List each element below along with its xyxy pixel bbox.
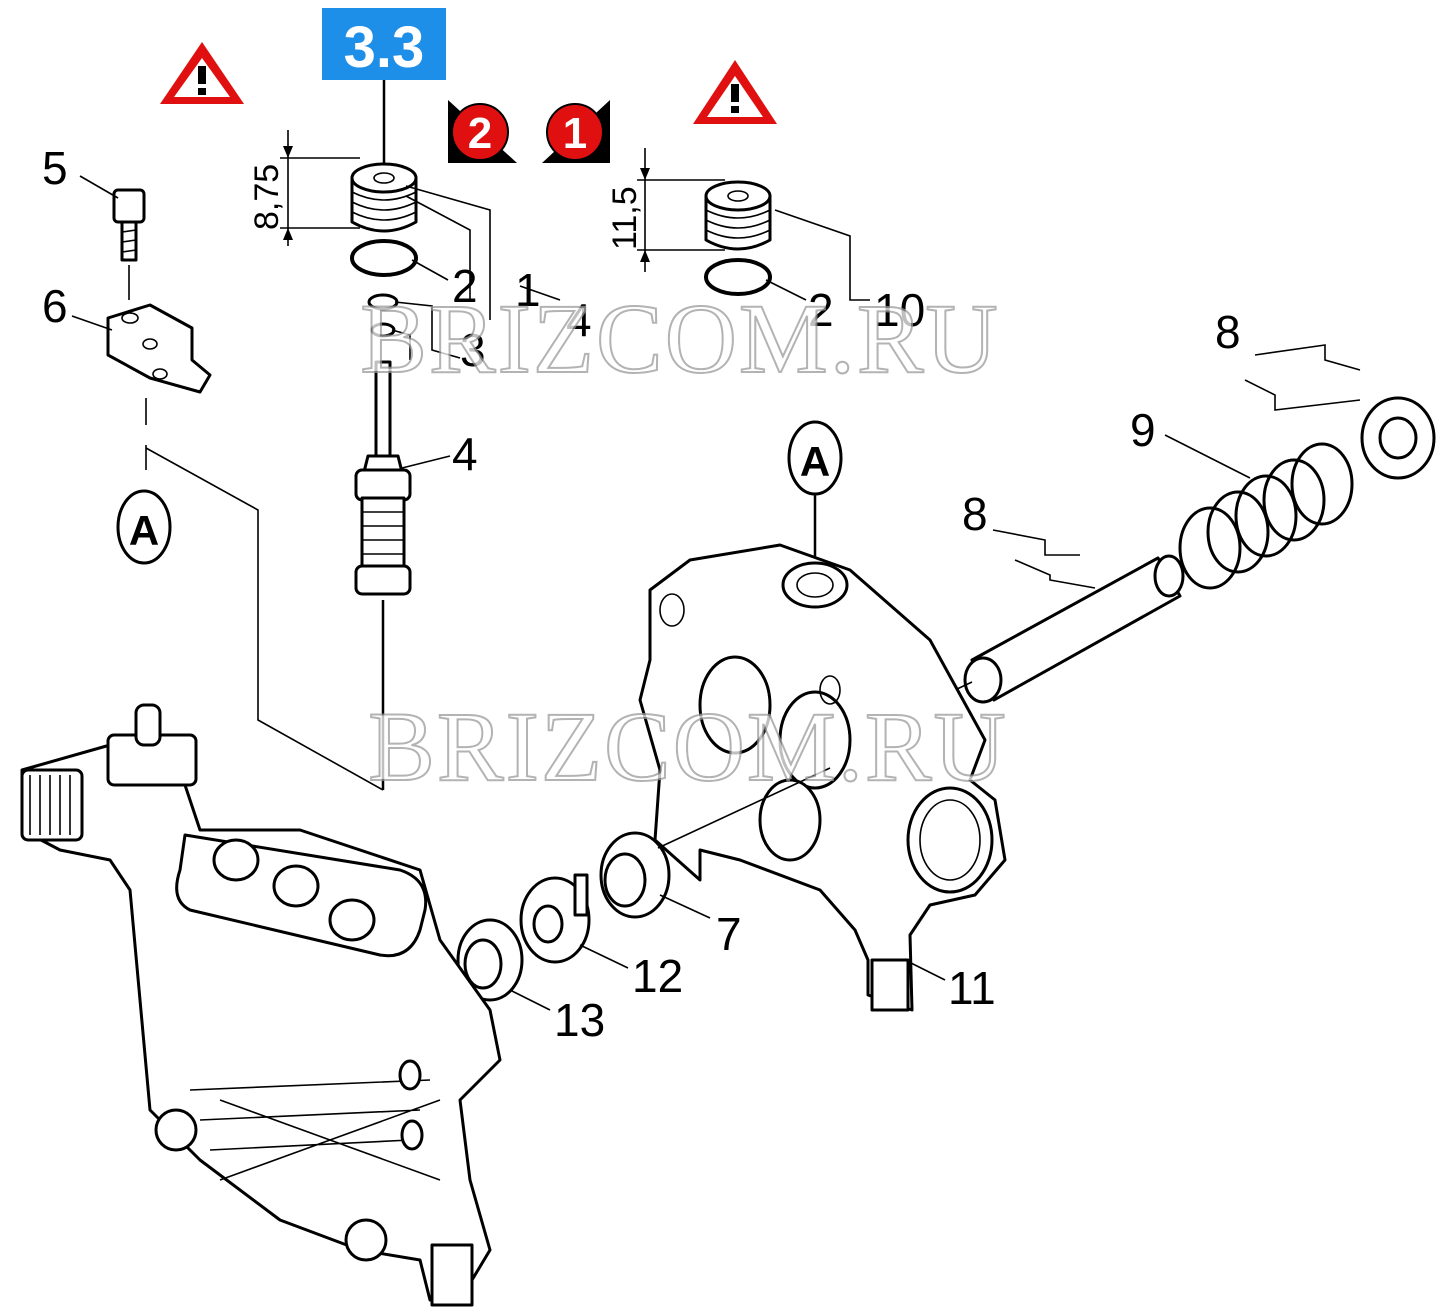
callout-1: 1 xyxy=(515,264,541,316)
step-marker-2: 2 xyxy=(448,100,517,163)
callout-2-right: 2 xyxy=(808,284,834,336)
callout-2-left: 2 xyxy=(452,260,478,312)
connection-marker-a-right: A xyxy=(787,420,843,496)
seal-holder-part-12 xyxy=(519,873,591,964)
retaining-washer-part-8 xyxy=(1360,396,1436,480)
callout-leaders xyxy=(71,175,1361,1011)
callout-4-top: 4 xyxy=(566,294,592,346)
callout-5: 5 xyxy=(42,142,68,194)
cylinder-head-part-11 xyxy=(638,543,1007,1012)
connection-marker-a-left: A xyxy=(116,489,172,565)
callout-8-washer: 8 xyxy=(1215,306,1241,358)
section-badge: 3.3 xyxy=(322,8,446,80)
svg-text:1: 1 xyxy=(563,109,587,158)
callout-8-rod: 8 xyxy=(962,488,988,540)
svg-text:11,5: 11,5 xyxy=(606,186,644,250)
valve-cartridge-part-1 xyxy=(350,162,418,233)
valve-piston-part-4 xyxy=(354,360,412,596)
svg-text:A: A xyxy=(800,438,830,485)
o-ring-part-2-left xyxy=(350,239,418,277)
connection-path-a xyxy=(145,447,384,791)
screw-part-5 xyxy=(112,188,146,262)
callout-labels: 5 6 2 1 4 3 4 2 10 8 9 8 7 12 13 11 xyxy=(42,142,1241,1046)
callout-4-piston: 4 xyxy=(452,428,478,480)
dimension-8-75: 8,75 xyxy=(248,130,360,246)
warning-triangle-left-icon xyxy=(160,42,244,104)
svg-text:8,75: 8,75 xyxy=(248,164,286,230)
spring-part-9 xyxy=(1178,442,1354,590)
callout-12: 12 xyxy=(632,950,683,1002)
callout-3: 3 xyxy=(460,324,486,376)
svg-text:2: 2 xyxy=(468,109,492,158)
dimension-11-5: 11,5 xyxy=(606,148,725,272)
o-ring-part-2-right xyxy=(704,258,772,296)
step-marker-1: 1 xyxy=(542,100,610,163)
svg-text:A: A xyxy=(129,507,159,554)
valve-cartridge-part-10 xyxy=(704,180,772,251)
callout-7: 7 xyxy=(716,908,742,960)
callout-11: 11 xyxy=(948,962,996,1014)
watermark-middle: BRIZCOM.RU xyxy=(368,691,1008,802)
piston-rod-part-8 xyxy=(963,554,1185,704)
seal-part-13 xyxy=(456,918,524,1002)
callout-10: 10 xyxy=(874,284,925,336)
bracket-plate-part-6 xyxy=(106,303,212,394)
pump-housing xyxy=(20,703,502,1307)
warning-triangle-right-icon xyxy=(693,60,777,124)
callout-9: 9 xyxy=(1130,404,1156,456)
section-badge-label: 3.3 xyxy=(344,15,425,80)
callout-6: 6 xyxy=(42,280,68,332)
watermark-top: BRIZCOM.RU xyxy=(360,283,1000,394)
callout-13: 13 xyxy=(554,994,605,1046)
seal-part-7 xyxy=(599,831,671,919)
